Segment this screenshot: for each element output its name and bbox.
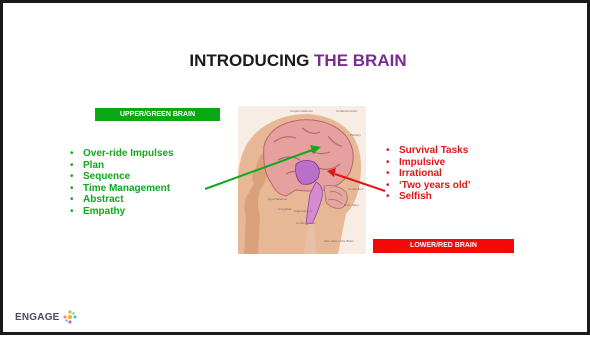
red-list-item: Impulsive	[386, 157, 471, 169]
slide-title: INTRODUCING THE BRAIN	[3, 51, 590, 71]
svg-text:Limbic System: Limbic System	[296, 221, 316, 225]
lower-red-brain-banner: LOWER/RED BRAIN	[373, 239, 514, 253]
green-list-item: Time Management	[70, 183, 174, 195]
svg-text:Hippocampus: Hippocampus	[294, 209, 313, 213]
red-list-item: Selfish	[386, 191, 471, 203]
green-list-item: Sequence	[70, 171, 174, 183]
red-list-item: Irrational	[386, 168, 471, 180]
green-list-item: Plan	[70, 160, 174, 172]
svg-text:Amygdala: Amygdala	[278, 207, 292, 211]
svg-text:Hypothalamus: Hypothalamus	[268, 197, 288, 201]
svg-text:Brain Stem: Brain Stem	[344, 203, 359, 207]
red-list-item: ‘Two years old’	[386, 180, 471, 192]
svg-text:Corpus Callosum: Corpus Callosum	[290, 109, 314, 113]
green-list-item: Over-ride Impulses	[70, 148, 174, 160]
svg-text:Pituitary: Pituitary	[350, 133, 361, 137]
svg-text:Side View of the Brain: Side View of the Brain	[324, 239, 354, 243]
red-list-item: Survival Tasks	[386, 145, 471, 157]
green-list-item: Abstract	[70, 194, 174, 206]
engage-logo: ENGAGE	[15, 309, 77, 325]
green-list-item: Empathy	[70, 206, 174, 218]
green-brain-list: Over-ride Impulses Plan Sequence Time Ma…	[70, 148, 174, 217]
title-accent: THE BRAIN	[314, 51, 407, 70]
title-main: INTRODUCING	[189, 51, 314, 70]
logo-text: ENGAGE	[15, 312, 60, 323]
engage-logo-icon	[63, 310, 77, 324]
svg-text:Cerebral Cortex: Cerebral Cortex	[336, 109, 358, 113]
upper-green-brain-banner: UPPER/GREEN BRAIN	[95, 108, 220, 121]
svg-text:Cerebellum: Cerebellum	[348, 187, 364, 191]
brain-illustration: Corpus Callosum Cerebral Cortex Pituitar…	[238, 106, 366, 254]
red-brain-list: Survival Tasks Impulsive Irrational ‘Two…	[386, 145, 471, 203]
